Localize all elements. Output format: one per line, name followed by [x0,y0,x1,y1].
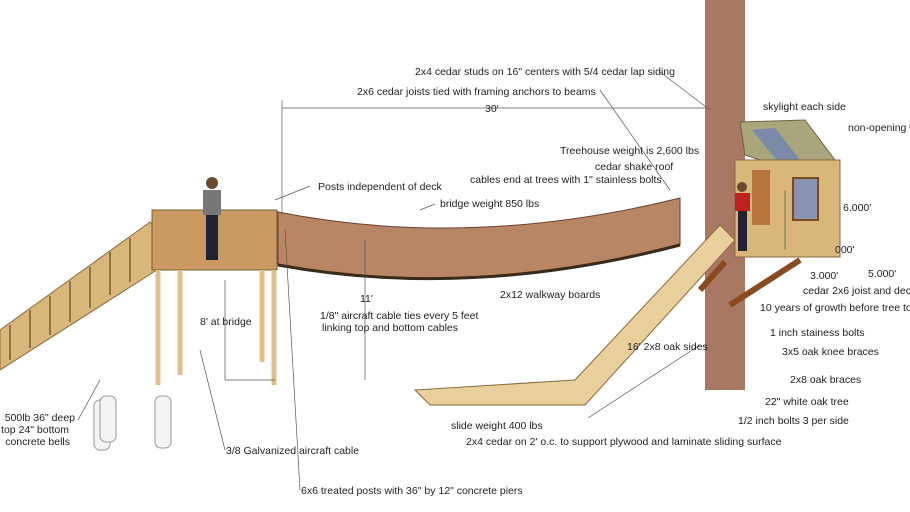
label-growth: 10 years of growth before tree tou [760,302,910,314]
dimension-partial: 000' [835,244,855,256]
dimension-span: 30' [485,103,499,115]
treehouse-walls [734,159,841,258]
label-bells-3: concrete bells [5,436,70,448]
person-on-deck [203,177,221,260]
dimension-3: 3.000' [810,270,839,282]
label-bridge-weight: bridge weight 850 lbs [440,198,540,210]
concrete-bells [93,395,172,451]
label-galvanized-cable: 3/8 Galvanized aircraft cable [226,445,360,457]
label-walkway: 2x12 walkway boards [500,289,601,301]
leader-lines [77,71,786,491]
knee-braces [697,257,802,308]
window [792,177,819,221]
label-roof: cedar shake roof [595,161,674,173]
label-knee: 3x5 oak knee braces [782,346,879,358]
deck-posts [155,270,277,385]
label-weight-house: Treehouse weight is 2,600 lbs [560,145,700,157]
label-studs: 2x4 cedar studs on 16" centers with 5/4 … [415,66,675,78]
label-posts-independent: Posts independent of deck [318,181,442,193]
staircase [0,221,161,371]
dimension-5: 5.000' [868,268,897,280]
label-joists: 2x6 cedar joists tied with framing ancho… [357,86,596,98]
label-bells-1: 500lb 36" deep [4,412,75,424]
dimension-height: 6.000' [843,202,872,214]
label-slide-weight: slide weight 400 lbs [451,420,543,432]
label-at-bridge: 8' at bridge [200,316,252,328]
label-oak-braces: 2x8 oak braces [790,374,862,386]
label-ties-1: 1/8" aircraft cable ties every 5 feet [320,310,479,322]
label-posts-6x6: 6x6 treated posts with 36" by 12" concre… [301,485,523,497]
dimension-11: 11' [360,293,373,305]
label-oak-tree: 22" white oak tree [765,396,849,408]
label-cables-end: cables end at trees with 1" stainless bo… [470,174,662,186]
label-ties-2: linking top and bottom cables [322,322,459,334]
person-in-treehouse [735,182,750,251]
label-sides: 16' 2x8 oak sides [627,341,708,353]
label-joist-deck: cedar 2x6 joist and decki [803,285,910,297]
label-bells-2: " top 24" bottom [0,424,69,436]
label-skylight: skylight each side [763,101,846,113]
door [752,170,770,225]
stair-balusters [9,238,131,360]
rope-bridge-netting [277,197,681,280]
label-slide-support: 2x4 cedar on 2' o.c. to support plywood … [466,436,782,448]
label-bolts: 1 inch stainess bolts [770,327,865,339]
label-half-bolts: 1/2 inch bolts 3 per side [738,415,849,427]
label-window: non-opening w [848,122,910,134]
